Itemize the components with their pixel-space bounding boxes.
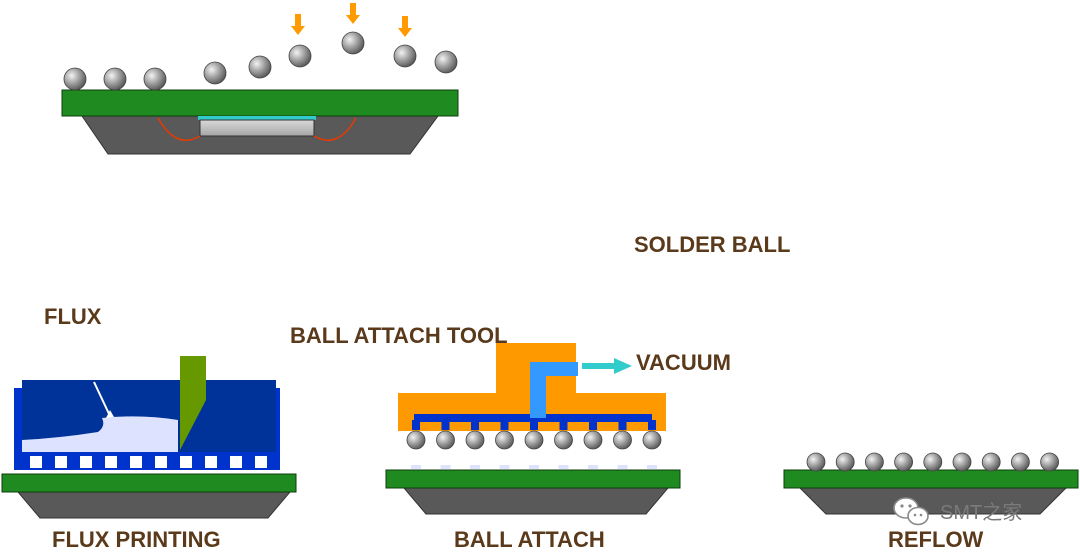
vacuum-nozzle: [530, 420, 538, 430]
solder-ball: [583, 430, 603, 450]
flux-dot: [588, 465, 598, 469]
solder-ball: [894, 452, 913, 472]
flux-printing-assembly: [1, 356, 297, 519]
squeegee-blade: [180, 356, 206, 450]
solder-ball: [613, 430, 632, 450]
solder-ball: [923, 452, 943, 472]
flux-dot: [617, 465, 628, 469]
solder-ball: [288, 44, 312, 68]
solder-ball: [1011, 452, 1030, 472]
top-substrate: [61, 89, 459, 117]
solder-ball: [524, 430, 544, 450]
reflow-substrate: [783, 469, 1079, 489]
flux-dot: [499, 465, 510, 469]
flux-pointer-head: [106, 410, 114, 418]
top-solder-balls: [63, 31, 458, 91]
solder-ball: [248, 55, 272, 79]
flux-label: FLUX: [44, 304, 102, 329]
vacuum-label: VACUUM: [636, 350, 731, 375]
flux-dot: [411, 465, 421, 469]
ball-attach-tool-label: BALL ATTACH TOOL: [290, 323, 508, 348]
stencil-aperture: [130, 456, 142, 468]
solder-ball: [835, 452, 855, 472]
reflow-caption: REFLOW: [888, 527, 984, 552]
top-drop-arrows: [291, 3, 412, 37]
stencil-aperture: [55, 456, 67, 468]
stencil-aperture: [230, 456, 242, 468]
flux-pointer: [93, 381, 111, 417]
wire-bond-left: [157, 117, 201, 141]
stencil-aperture: [255, 456, 267, 468]
solder-ball: [436, 430, 455, 450]
solder-ball: [406, 430, 426, 450]
drop-arrow: [346, 3, 360, 24]
tool-vacuum-nozzles: [412, 420, 656, 430]
flux-mold-body: [16, 491, 292, 519]
vacuum-nozzle: [618, 420, 627, 430]
flux-paste: [22, 416, 178, 452]
flux-dot: [558, 465, 569, 469]
solder-ball: [203, 61, 227, 85]
solder-ball: [434, 50, 458, 74]
flux-dot: [440, 465, 451, 469]
stencil-aperture: [155, 456, 167, 468]
reflow-solder-balls: [806, 452, 1059, 472]
drop-arrow: [398, 16, 412, 37]
flux-substrate: [1, 473, 297, 493]
solder-ball: [642, 430, 662, 450]
top-die-attach: [198, 116, 316, 120]
stencil-aperture: [30, 456, 42, 468]
watermark-text: SMT之家: [940, 502, 1023, 524]
attach-substrate: [385, 469, 681, 489]
solder-ball: [952, 452, 972, 472]
top-package: [61, 89, 459, 155]
top-die: [199, 119, 315, 137]
solder-ball: [465, 430, 485, 450]
drop-arrow: [291, 14, 305, 35]
vacuum-arrow-head: [614, 358, 632, 374]
solder-ball: [393, 44, 417, 68]
vacuum-nozzle: [500, 420, 509, 430]
vacuum-nozzle: [648, 420, 656, 430]
vacuum-nozzle: [412, 420, 420, 430]
flux-printing-caption: FLUX PRINTING: [52, 527, 221, 552]
flux-dot: [470, 465, 480, 469]
solder-ball: [495, 430, 514, 450]
stencil-aperture: [105, 456, 117, 468]
stencil-aperture: [80, 456, 92, 468]
ball-attach-caption: BALL ATTACH: [454, 527, 605, 552]
attach-mold-body: [402, 487, 670, 515]
solder-ball: [981, 452, 1001, 472]
solder-ball: [63, 67, 87, 91]
flux-dot: [647, 465, 657, 469]
attach-flux-dots: [411, 465, 657, 469]
solder-ball: [143, 67, 167, 91]
vacuum-channel-horizontal: [530, 362, 578, 376]
solder-ball: [341, 31, 365, 55]
wire-bond-right: [313, 117, 357, 141]
stencil-aperture: [205, 456, 217, 468]
solder-ball: [103, 67, 127, 91]
vacuum-nozzle: [559, 420, 568, 430]
flux-dot: [529, 465, 539, 469]
solder-ball: [1040, 452, 1059, 472]
stencil-apertures: [30, 456, 267, 468]
reflow-assembly: [783, 469, 1079, 515]
reflow-mold-body: [798, 487, 1068, 515]
vacuum-nozzle: [471, 420, 479, 430]
attach-solder-balls: [406, 430, 662, 450]
stencil-aperture: [180, 456, 192, 468]
solder-ball: [865, 452, 884, 472]
solder-ball: [806, 452, 826, 472]
solder-ball: [554, 430, 573, 450]
solder-ball-label: SOLDER BALL: [634, 232, 791, 257]
wechat-icon: [893, 497, 929, 526]
vacuum-nozzle: [441, 420, 450, 430]
vacuum-nozzle: [589, 420, 597, 430]
